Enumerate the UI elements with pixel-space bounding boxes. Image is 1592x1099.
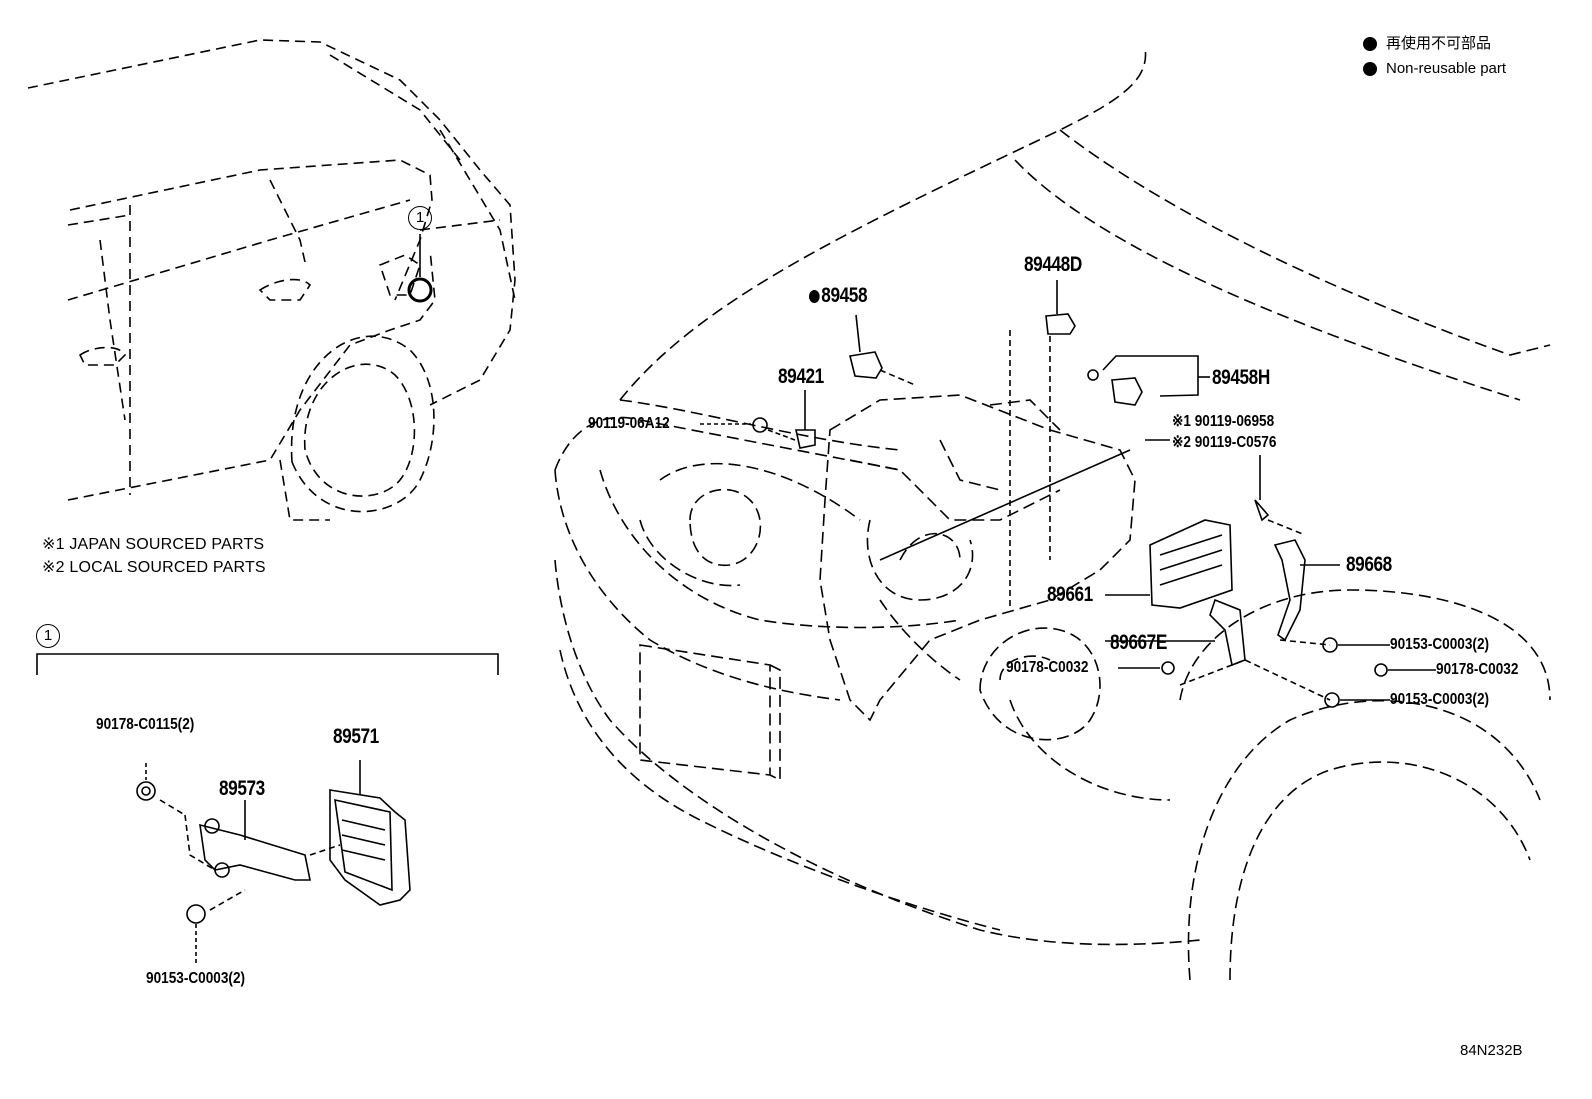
part-label-89458[interactable]: 89458	[809, 285, 868, 306]
part-label-90153-C0003-upper[interactable]: 90153-C0003(2)	[1390, 636, 1490, 653]
front-vehicle-drawing	[554, 47, 1551, 981]
rear-vehicle-drawing	[27, 39, 516, 521]
part-label-90119-06958[interactable]: ※1 90119-06958	[1172, 413, 1275, 430]
part-label-90153-C0003-lower[interactable]: 90153-C0003(2)	[1390, 691, 1490, 708]
non-reusable-icon	[809, 289, 820, 303]
part-label-89661[interactable]: 89661	[1047, 583, 1093, 606]
callout-number-top: 1	[408, 206, 432, 230]
part-label-89458H[interactable]: 89458H	[1212, 366, 1270, 389]
part-label-90178-C0032-left[interactable]: 90178-C0032	[1006, 659, 1089, 676]
note-local-sourced: ※2 LOCAL SOURCED PARTS	[42, 559, 266, 576]
detail-parts-drawing	[136, 760, 411, 965]
part-label-90153-C0003-detail[interactable]: 90153-C0003(2)	[146, 970, 246, 987]
part-label-89421[interactable]: 89421	[778, 365, 824, 388]
part-label-89667E[interactable]: 89667E	[1110, 631, 1167, 654]
callout-marker	[407, 234, 433, 303]
part-label-89448D[interactable]: 89448D	[1024, 253, 1082, 276]
part-label-89668[interactable]: 89668	[1346, 553, 1392, 576]
figure-reference: 84N232B	[1460, 1042, 1523, 1059]
note-japan-sourced: ※1 JAPAN SOURCED PARTS	[42, 536, 265, 553]
part-label-89571[interactable]: 89571	[333, 725, 379, 748]
part-label-90119-C0576[interactable]: ※2 90119-C0576	[1172, 434, 1277, 451]
detail-bracket	[36, 653, 499, 675]
bullet-icon	[1363, 37, 1377, 52]
part-label-90178-C0115[interactable]: 90178-C0115(2)	[96, 716, 195, 733]
part-label-89573[interactable]: 89573	[219, 777, 265, 800]
front-parts-drawing	[700, 280, 1436, 708]
callout-number-detail: 1	[36, 624, 60, 648]
bullet-icon	[1363, 62, 1377, 77]
part-label-90119-06A12[interactable]: 90119-06A12	[588, 415, 670, 432]
legend-jp: 再使用不可部品	[1363, 36, 1491, 52]
legend-en: Non-reusable part	[1363, 61, 1506, 77]
part-label-90178-C0032-right[interactable]: 90178-C0032	[1436, 661, 1519, 678]
